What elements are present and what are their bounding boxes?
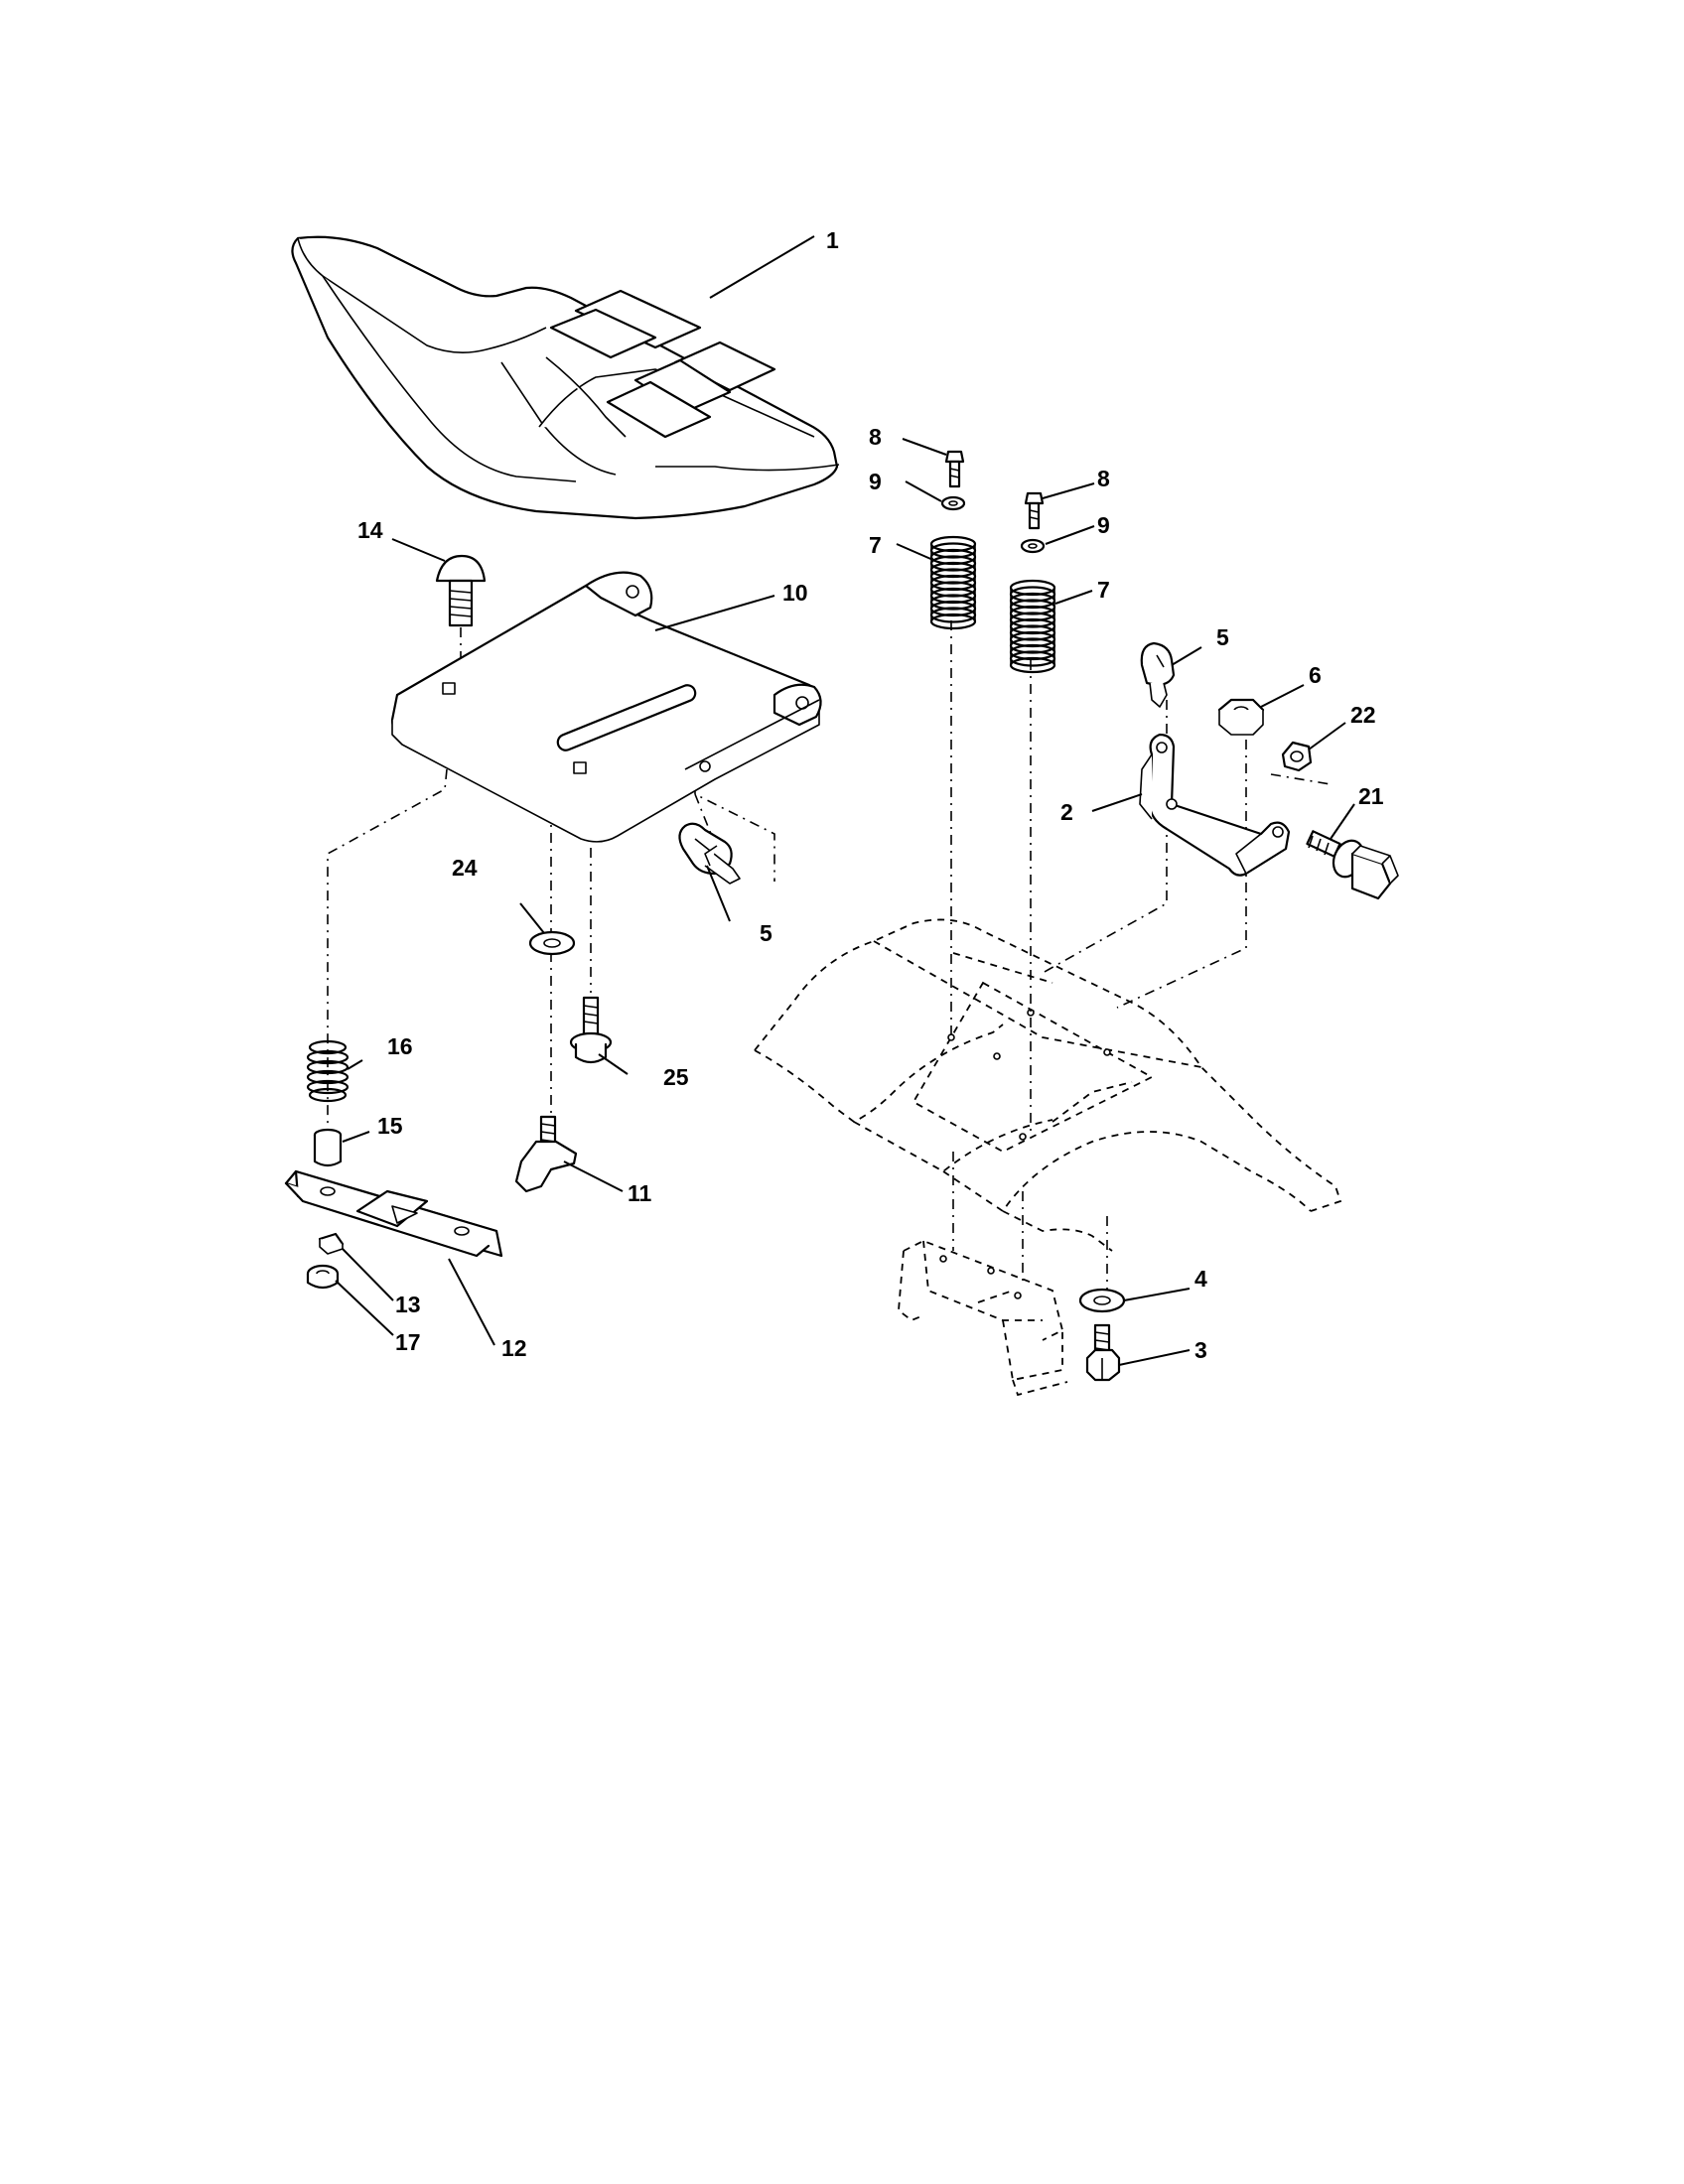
seat-pan [390,571,822,843]
lock-washer-left [940,495,966,511]
fender-outline [754,918,1342,1397]
carriage-bolt [435,554,487,685]
callout-8-left: 8 [869,424,882,450]
callout-labels: 1 2 3 4 5 5 6 7 7 8 8 9 9 10 11 12 13 14… [357,227,1384,1363]
callout-14: 14 [357,517,383,543]
slide-plate [284,1169,503,1258]
callout-13: 13 [395,1292,421,1317]
callout-15: 15 [377,1113,403,1139]
callout-11: 11 [628,1180,652,1206]
shoulder-bolt-large [1306,830,1399,900]
callout-4: 4 [1194,1266,1207,1292]
hex-nut [1217,698,1265,736]
callout-9-right: 9 [1097,512,1110,538]
callout-3: 3 [1194,1337,1207,1363]
lock-nut [1281,741,1313,772]
wire-clip-right [1140,641,1176,708]
callout-2: 2 [1060,799,1073,825]
callout-22: 22 [1350,702,1376,728]
hex-bolt [1085,1323,1121,1382]
spring-body [1010,588,1055,665]
callout-1: 1 [826,227,839,253]
spacer [313,1128,343,1167]
shoulder-bolt [569,996,613,1064]
bolt-left [944,450,965,488]
lock-nut-small [306,1264,340,1290]
spring-left [929,535,977,630]
flat-washer-lower [1078,1288,1126,1313]
callout-16: 16 [387,1033,413,1059]
callout-24: 24 [452,855,478,881]
leader-lines [335,235,1355,1366]
callout-10: 10 [782,580,808,606]
callout-8-right: 8 [1097,466,1110,491]
wing-knob [514,1115,578,1193]
flat-washer [528,930,576,956]
bolt-right [1024,491,1045,530]
spring-body [930,544,976,621]
callout-7-left: 7 [869,532,882,558]
spring-right [1009,579,1056,674]
seat-bracket [1139,733,1291,877]
lock-washer-right [1020,538,1046,554]
callout-21: 21 [1358,783,1384,809]
callout-6: 6 [1309,662,1322,688]
alignment-lines [327,620,1332,1296]
callout-5-right: 5 [1216,624,1229,650]
spring-small [306,1039,350,1103]
seat [291,235,840,520]
callout-12: 12 [501,1335,527,1361]
callout-7-right: 7 [1097,577,1110,603]
callout-9-left: 9 [869,469,882,494]
callout-25: 25 [663,1064,689,1090]
callout-5-left: 5 [760,920,772,946]
wire-clip-left [678,822,741,885]
square-nut [318,1232,345,1255]
callout-17: 17 [395,1329,421,1355]
